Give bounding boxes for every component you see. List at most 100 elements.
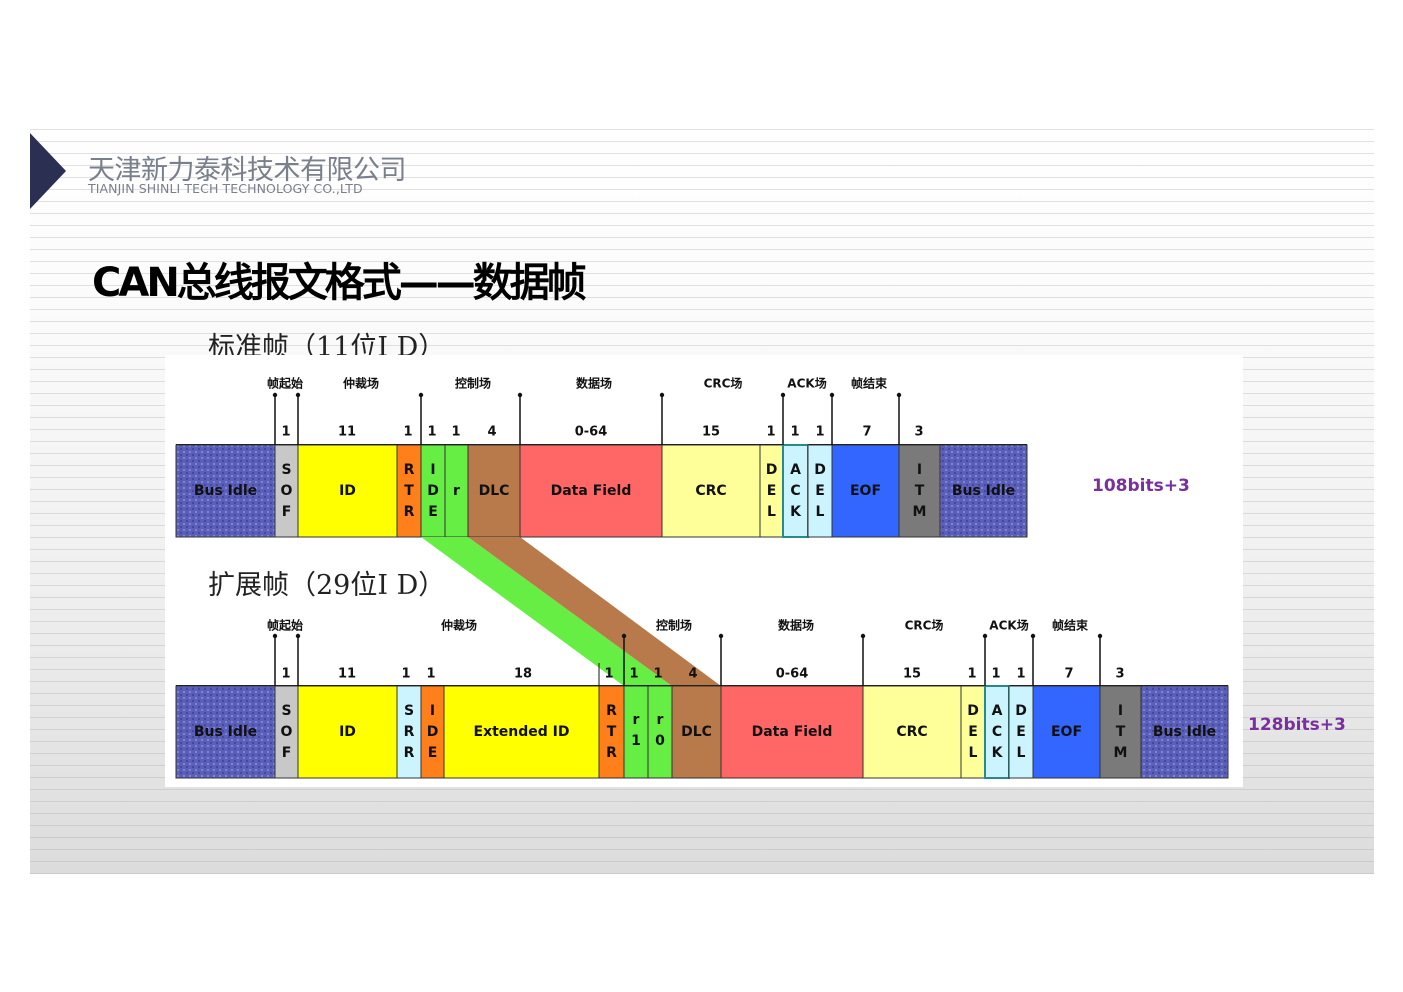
ext-boundary-dot [982, 633, 988, 639]
std-group-label: 仲裁场 [343, 376, 379, 391]
std-boundary-dot [272, 392, 278, 398]
ext-segment-label-bus-idle-start: Bus Idle [194, 724, 257, 740]
std-segment-label-bus-idle-end: Bus Idle [952, 483, 1015, 499]
std-group-label: CRC场 [704, 377, 743, 391]
ext-segment-label-ide: IDE [427, 703, 439, 761]
ext-segment-label-crc: CRC [896, 724, 927, 740]
std-bit-label: 3 [914, 425, 923, 440]
std-segment-label-crc-del: DEL [766, 462, 778, 520]
extended-frame-bit-count: 128bits+3 [1248, 715, 1346, 735]
ext-boundary-dot [1030, 633, 1036, 639]
ext-segment-label-crc-del-char: D [967, 703, 979, 719]
std-segment-label-rtr-char: R [404, 462, 415, 478]
std-bit-label: 7 [862, 425, 871, 440]
ext-group-label: 帧结束 [1052, 618, 1089, 633]
std-boundary-dot [896, 392, 902, 398]
ext-bit-label: 1 [604, 667, 613, 682]
std-bit-label: 15 [702, 425, 720, 440]
ext-segment-label-extended-id: Extended ID [474, 724, 570, 740]
std-segment-label-rtr-char: T [404, 483, 414, 499]
std-segment-label-crc: CRC [695, 483, 726, 499]
std-segment-label-r: r [453, 483, 460, 499]
ext-bit-label: 7 [1064, 667, 1073, 682]
ext-segment-label-ack-char: K [992, 745, 1004, 761]
std-segment-label-rtr: RTR [404, 462, 415, 520]
std-segment-rtr [396, 444, 422, 538]
std-segment-label-ack: ACK [790, 462, 802, 520]
ext-group-label: ACK场 [989, 619, 1028, 633]
ext-boundary-dot [621, 633, 627, 639]
page-title: CAN总线报文格式——数据帧 [92, 260, 587, 306]
std-bit-label: 1 [427, 425, 436, 440]
ext-bit-label: 1 [426, 667, 435, 682]
ext-segment-label-ack-del-char: D [1015, 703, 1027, 719]
std-segment-label-ack-char: K [790, 504, 802, 520]
std-bit-label: 1 [815, 425, 824, 440]
ext-boundary-dot [1097, 633, 1103, 639]
ext-segment-label-srr: SRR [404, 703, 415, 761]
std-segment-label-ack-del-char: E [815, 483, 825, 499]
ext-boundary-dot [860, 633, 866, 639]
ext-segment-label-rtr-char: R [606, 745, 617, 761]
ext-bit-label: 1 [281, 667, 290, 682]
company-name-cn: 天津新力泰科技术有限公司 [88, 155, 407, 186]
ext-segment-crc-del [960, 685, 986, 779]
ext-segment-dlc [671, 685, 722, 779]
ext-group-label: 控制场 [656, 618, 692, 633]
ext-segment-label-itm-char: M [1114, 745, 1128, 761]
ext-segment-label-srr-char: R [404, 724, 415, 740]
ext-segment-label-sof: SOF [281, 703, 293, 761]
std-segment-crc [661, 444, 761, 538]
std-segment-label-ide-char: D [427, 483, 439, 499]
std-segment-ide [420, 444, 446, 538]
ext-segment-label-r1-char: r [633, 712, 640, 728]
std-segment-label-id: ID [339, 483, 356, 499]
std-bit-label: 1 [766, 425, 775, 440]
ext-bit-label: 18 [514, 667, 532, 682]
ext-segment-label-rtr-char: T [607, 724, 617, 740]
std-boundary-dot [418, 392, 424, 398]
ext-segment-label-r0-char: r [657, 712, 664, 728]
std-segment-label-ack-del-char: D [814, 462, 826, 478]
std-segment-label-sof: SOF [281, 462, 293, 520]
ext-bit-label: 1 [653, 667, 662, 682]
ext-segment-label-id: ID [339, 724, 356, 740]
ext-segment-label-sof-char: O [281, 724, 293, 740]
std-segment-label-itm-char: M [913, 504, 927, 520]
std-segment-label-eof: EOF [850, 483, 881, 499]
ext-bit-label: 0-64 [776, 667, 809, 682]
ext-bit-label: 1 [991, 667, 1000, 682]
std-segment-dlc [467, 444, 521, 538]
ext-segment-id [297, 685, 398, 779]
ext-boundary-dot [718, 633, 724, 639]
ext-segment-label-ide-char: E [428, 745, 438, 761]
ext-segment-ack-del [1008, 685, 1034, 779]
ext-segment-label-itm-char: I [1118, 703, 1123, 719]
ext-segment-label-rtr: RTR [606, 703, 617, 761]
std-segment-data-field [519, 444, 663, 538]
std-segment-label-ide-char: E [428, 504, 438, 520]
std-segment-itm [898, 444, 941, 538]
ext-segment-label-ide-char: D [427, 724, 439, 740]
ext-segment-label-r0: r0 [655, 712, 665, 749]
ext-segment-label-data-field: Data Field [752, 724, 833, 740]
std-bit-label: 4 [487, 425, 496, 440]
std-boundary-dot [780, 392, 786, 398]
std-group-label: 控制场 [455, 376, 491, 391]
ext-segment-label-crc-del: DEL [967, 703, 979, 761]
ext-segment-label-srr-char: R [404, 745, 415, 761]
std-segment-id [297, 444, 398, 538]
std-group-label: 帧结束 [851, 376, 888, 391]
std-boundary-dot [659, 392, 665, 398]
ext-segment-ack [984, 685, 1010, 779]
ext-segment-label-itm: ITM [1114, 703, 1128, 761]
ext-group-label: 数据场 [778, 618, 814, 633]
std-bit-label: 1 [281, 425, 290, 440]
std-segment-label-itm-char: T [915, 483, 925, 499]
ext-segment-eof [1032, 685, 1101, 779]
std-segment-label-ack-del-char: L [816, 504, 825, 520]
ext-group-label: CRC场 [905, 619, 944, 633]
ext-group-label: 仲裁场 [441, 618, 477, 633]
std-segment-eof [831, 444, 900, 538]
